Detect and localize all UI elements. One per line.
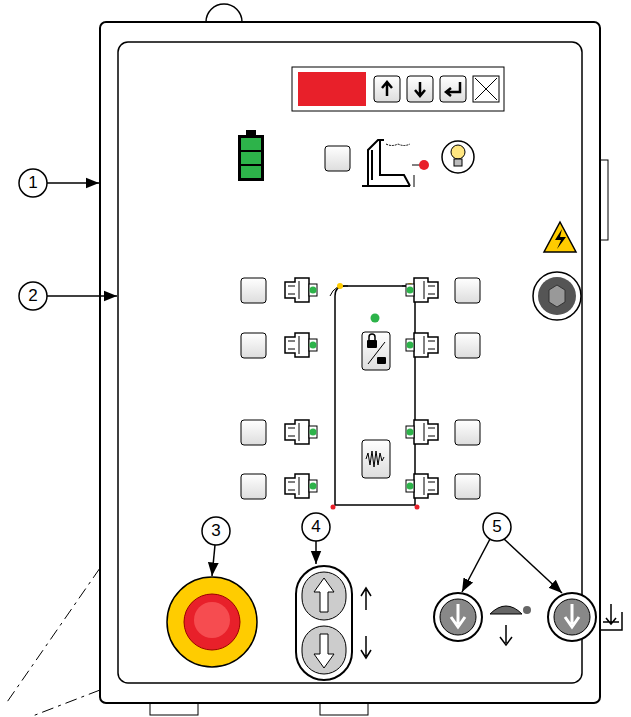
front-panel (118, 42, 582, 683)
clamp-button (455, 474, 480, 499)
clamp-button (241, 333, 266, 358)
clamp-button (455, 278, 480, 303)
dashed-line (5, 568, 100, 705)
battery-indicator (238, 130, 264, 181)
clamp-icon (406, 420, 438, 444)
clamp-button (455, 333, 480, 358)
clamp-icon (406, 278, 438, 302)
bottom-tab (150, 703, 198, 715)
clamp-icon (285, 333, 317, 357)
clamp-icon (406, 474, 438, 498)
emergency-stop (167, 577, 257, 667)
mold-frame (330, 283, 420, 510)
lower-buttons (434, 593, 622, 645)
electric-warning (544, 222, 576, 252)
callout-number: 4 (303, 514, 329, 540)
bottom-tab (320, 703, 368, 715)
clamp-icon (285, 420, 317, 444)
leader-lines (19, 169, 562, 593)
lamp-indicator (442, 141, 474, 173)
callout-number: 1 (20, 170, 46, 196)
enclosure (100, 22, 600, 703)
clamp-icon (285, 278, 317, 302)
clamp-icon (285, 474, 317, 498)
clamp-button (241, 278, 266, 303)
top-knob (206, 4, 242, 22)
clamp-icon (406, 333, 438, 357)
callout-number: 2 (20, 283, 46, 309)
clamp-button (241, 420, 266, 445)
up-down-rocker (296, 566, 371, 680)
clamp-button (241, 474, 266, 499)
callout-number: 3 (203, 518, 229, 544)
callout-number: 5 (484, 514, 510, 540)
display-keypad (292, 67, 504, 111)
lift-icon (325, 140, 429, 187)
dashed-line (30, 690, 100, 717)
key-socket (533, 272, 581, 320)
clamp-button (455, 420, 480, 445)
